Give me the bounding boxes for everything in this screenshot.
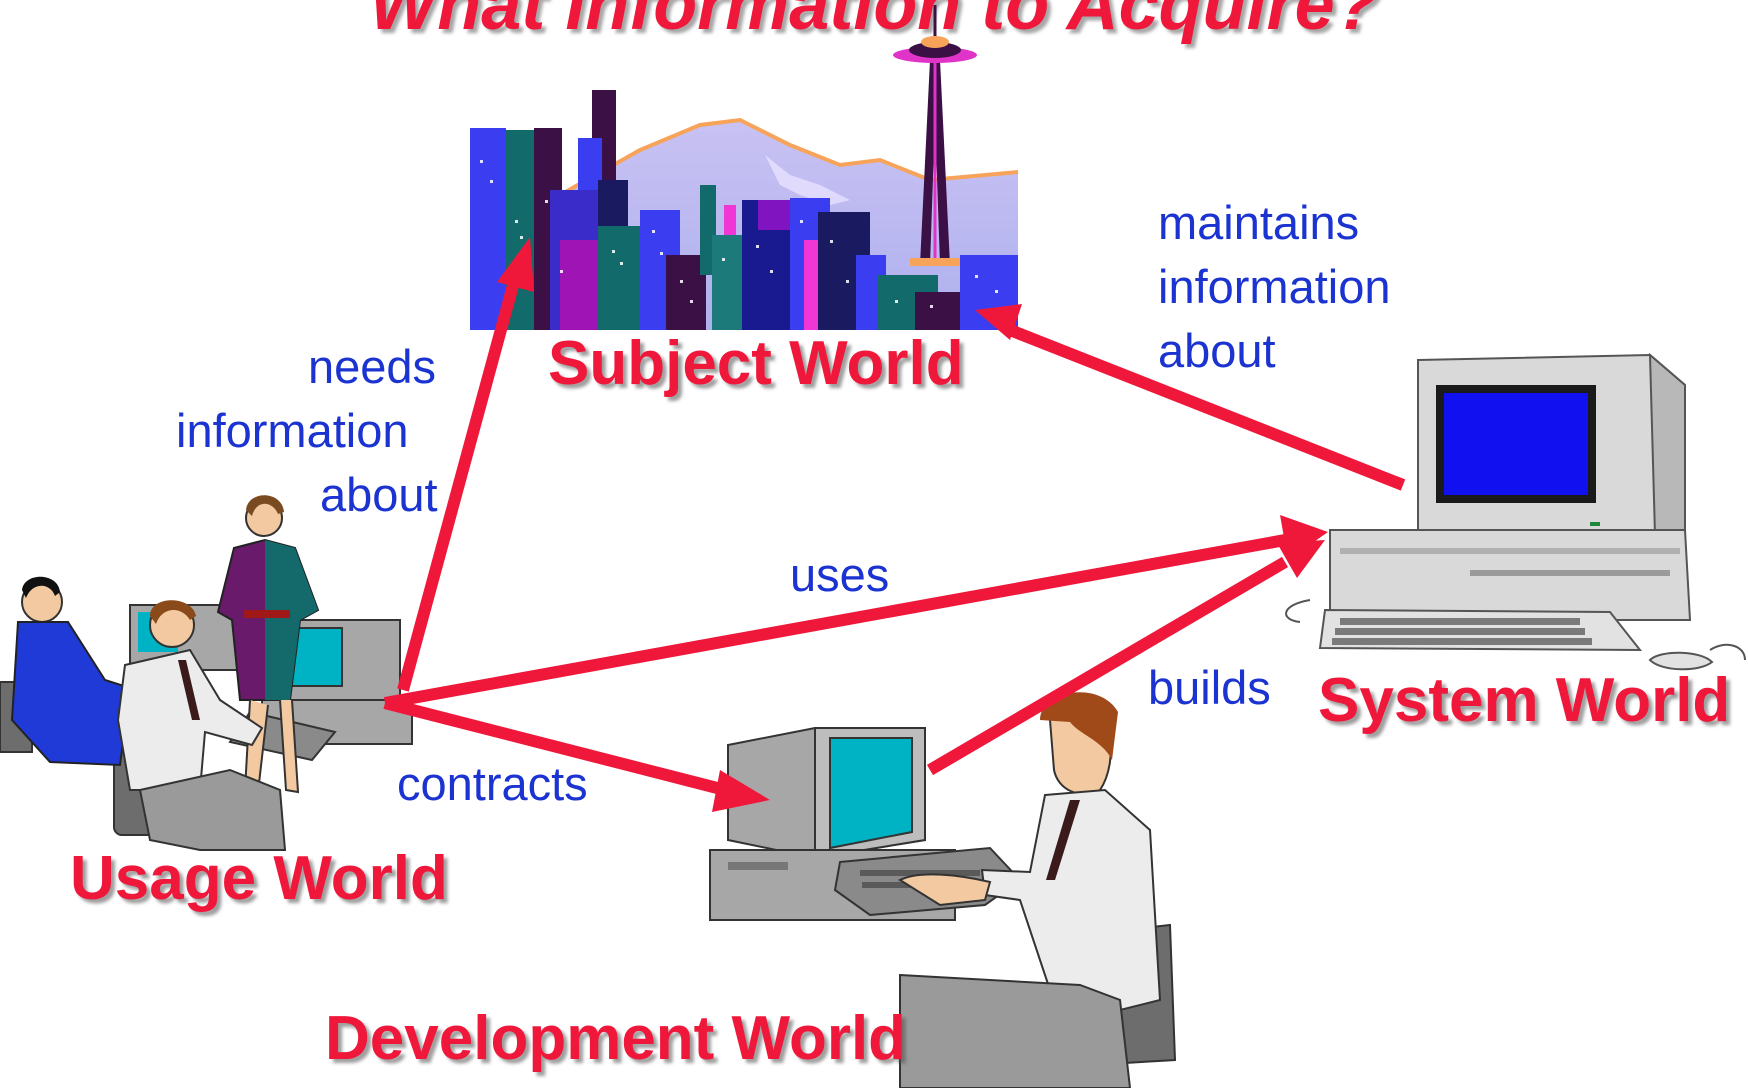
needs-label-line1: needs bbox=[308, 340, 437, 393]
subject-world-label: Subject World bbox=[548, 329, 964, 398]
contracts-label: contracts bbox=[397, 757, 588, 810]
desktop-computer-illustration bbox=[1285, 352, 1746, 671]
needs-label-line3: about bbox=[320, 468, 438, 521]
usage-world-label: Usage World bbox=[70, 844, 448, 913]
city-skyline-illustration bbox=[470, 5, 1019, 330]
needs-label-line2: information bbox=[176, 404, 409, 457]
arrowhead-maintains-info bbox=[975, 304, 1022, 340]
arrowhead-contracts bbox=[712, 770, 770, 812]
slide-title: What Information to Acquire? bbox=[369, 0, 1379, 45]
developer-illustration bbox=[709, 692, 1177, 1088]
arrowhead-needs-info bbox=[497, 237, 534, 292]
builds-label: builds bbox=[1148, 661, 1271, 714]
development-world-label: Development World bbox=[325, 1004, 907, 1073]
office-workers-illustration bbox=[0, 495, 413, 851]
arrowhead-builds bbox=[1277, 540, 1325, 578]
maintains-label-line1: maintains bbox=[1158, 196, 1360, 249]
system-world-label: System World bbox=[1318, 666, 1731, 735]
relation-arrows bbox=[383, 237, 1406, 812]
maintains-label-line3: about bbox=[1158, 324, 1276, 377]
maintains-label-line2: information bbox=[1158, 260, 1391, 313]
uses-label: uses bbox=[790, 548, 890, 601]
